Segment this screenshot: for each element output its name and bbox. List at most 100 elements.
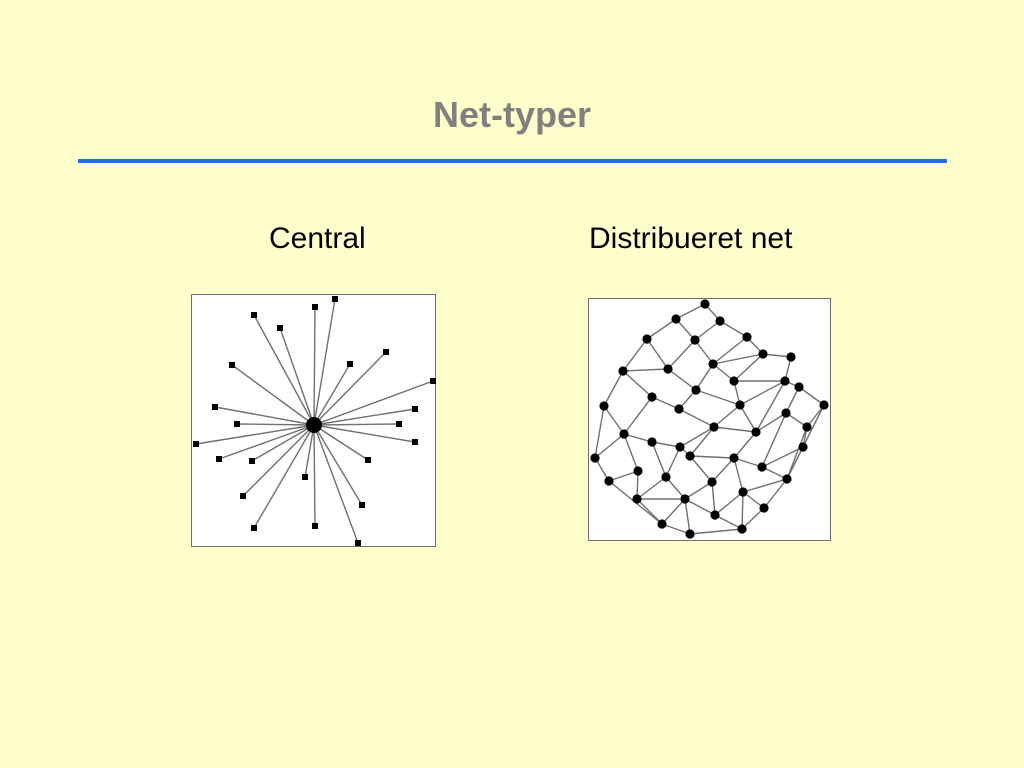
- network-link: [684, 498, 716, 516]
- network-node: [647, 437, 657, 447]
- network-link: [313, 298, 336, 426]
- network-node: [742, 332, 752, 342]
- network-node: [234, 421, 240, 427]
- network-link: [802, 404, 825, 448]
- network-link: [675, 318, 696, 341]
- network-link: [695, 363, 714, 391]
- network-node: [700, 299, 710, 309]
- distributed-network-graph: [590, 299, 829, 539]
- network-link: [231, 364, 315, 426]
- network-link: [313, 380, 434, 426]
- network-link: [684, 498, 691, 535]
- network-link: [623, 433, 653, 443]
- network-link: [603, 405, 625, 435]
- network-link: [646, 338, 669, 370]
- network-link: [594, 405, 605, 459]
- network-node: [332, 296, 338, 302]
- network-node: [193, 441, 199, 447]
- network-link: [218, 424, 315, 460]
- network-link: [712, 353, 764, 365]
- network-link: [689, 528, 743, 535]
- network-node: [657, 519, 667, 529]
- network-node: [355, 540, 361, 546]
- network-link: [713, 404, 741, 428]
- network-node: [632, 494, 642, 504]
- central-hub-node: [306, 417, 322, 433]
- network-link: [623, 433, 639, 472]
- network-link: [313, 363, 351, 426]
- network-link: [806, 404, 825, 428]
- network-node: [738, 487, 748, 497]
- network-node: [735, 400, 745, 410]
- network-node: [729, 453, 739, 463]
- network-node: [312, 304, 318, 310]
- network-link: [714, 514, 743, 530]
- network-node: [690, 335, 700, 345]
- network-node: [710, 510, 720, 520]
- network-link: [694, 339, 714, 365]
- network-link: [608, 470, 639, 482]
- network-link: [651, 441, 681, 448]
- network-node: [647, 392, 657, 402]
- network-link: [689, 455, 735, 459]
- network-link: [689, 455, 713, 483]
- network-link: [711, 481, 716, 516]
- network-node: [383, 349, 389, 355]
- network-node: [216, 456, 222, 462]
- network-link: [733, 457, 763, 468]
- network-link: [313, 351, 387, 426]
- network-node: [599, 401, 609, 411]
- network-node: [751, 427, 761, 437]
- network-node: [365, 457, 371, 463]
- network-node: [680, 494, 690, 504]
- network-node: [302, 474, 308, 480]
- network-link: [712, 336, 748, 365]
- network-node: [430, 378, 436, 384]
- central-network-graph: [193, 296, 436, 546]
- network-link: [665, 476, 686, 500]
- network-node: [709, 422, 719, 432]
- network-link: [719, 320, 748, 338]
- network-link: [304, 424, 315, 478]
- network-node: [412, 439, 418, 445]
- network-link: [739, 380, 786, 406]
- network-link: [279, 327, 315, 426]
- network-link: [313, 424, 416, 443]
- network-link: [741, 507, 765, 530]
- network-link: [786, 426, 808, 480]
- network-node: [359, 502, 365, 508]
- network-link: [667, 368, 697, 391]
- network-link: [684, 481, 713, 500]
- network-node: [229, 362, 235, 368]
- network-link: [214, 406, 315, 426]
- network-link: [762, 353, 792, 358]
- network-link: [636, 476, 667, 500]
- network-node: [347, 361, 353, 367]
- network-link: [236, 423, 315, 426]
- network-node: [782, 474, 792, 484]
- network-node: [240, 493, 246, 499]
- network-link: [665, 446, 681, 478]
- network-node: [312, 523, 318, 529]
- network-link: [622, 370, 653, 398]
- network-link: [253, 314, 315, 426]
- network-link: [313, 424, 369, 461]
- network-link: [313, 408, 416, 426]
- network-link: [733, 457, 744, 493]
- network-link: [594, 433, 625, 459]
- network-node: [604, 476, 614, 486]
- network-node: [794, 382, 804, 392]
- network-link: [739, 404, 757, 433]
- network-link: [313, 306, 316, 426]
- network-link: [313, 424, 316, 527]
- network-link: [636, 470, 639, 500]
- network-link: [675, 303, 706, 320]
- network-node: [798, 442, 808, 452]
- network-link: [694, 320, 721, 341]
- network-node: [675, 442, 685, 452]
- network-node: [759, 503, 769, 513]
- network-node: [212, 404, 218, 410]
- network-node: [708, 359, 718, 369]
- network-node: [251, 312, 257, 318]
- title-divider: [78, 159, 947, 163]
